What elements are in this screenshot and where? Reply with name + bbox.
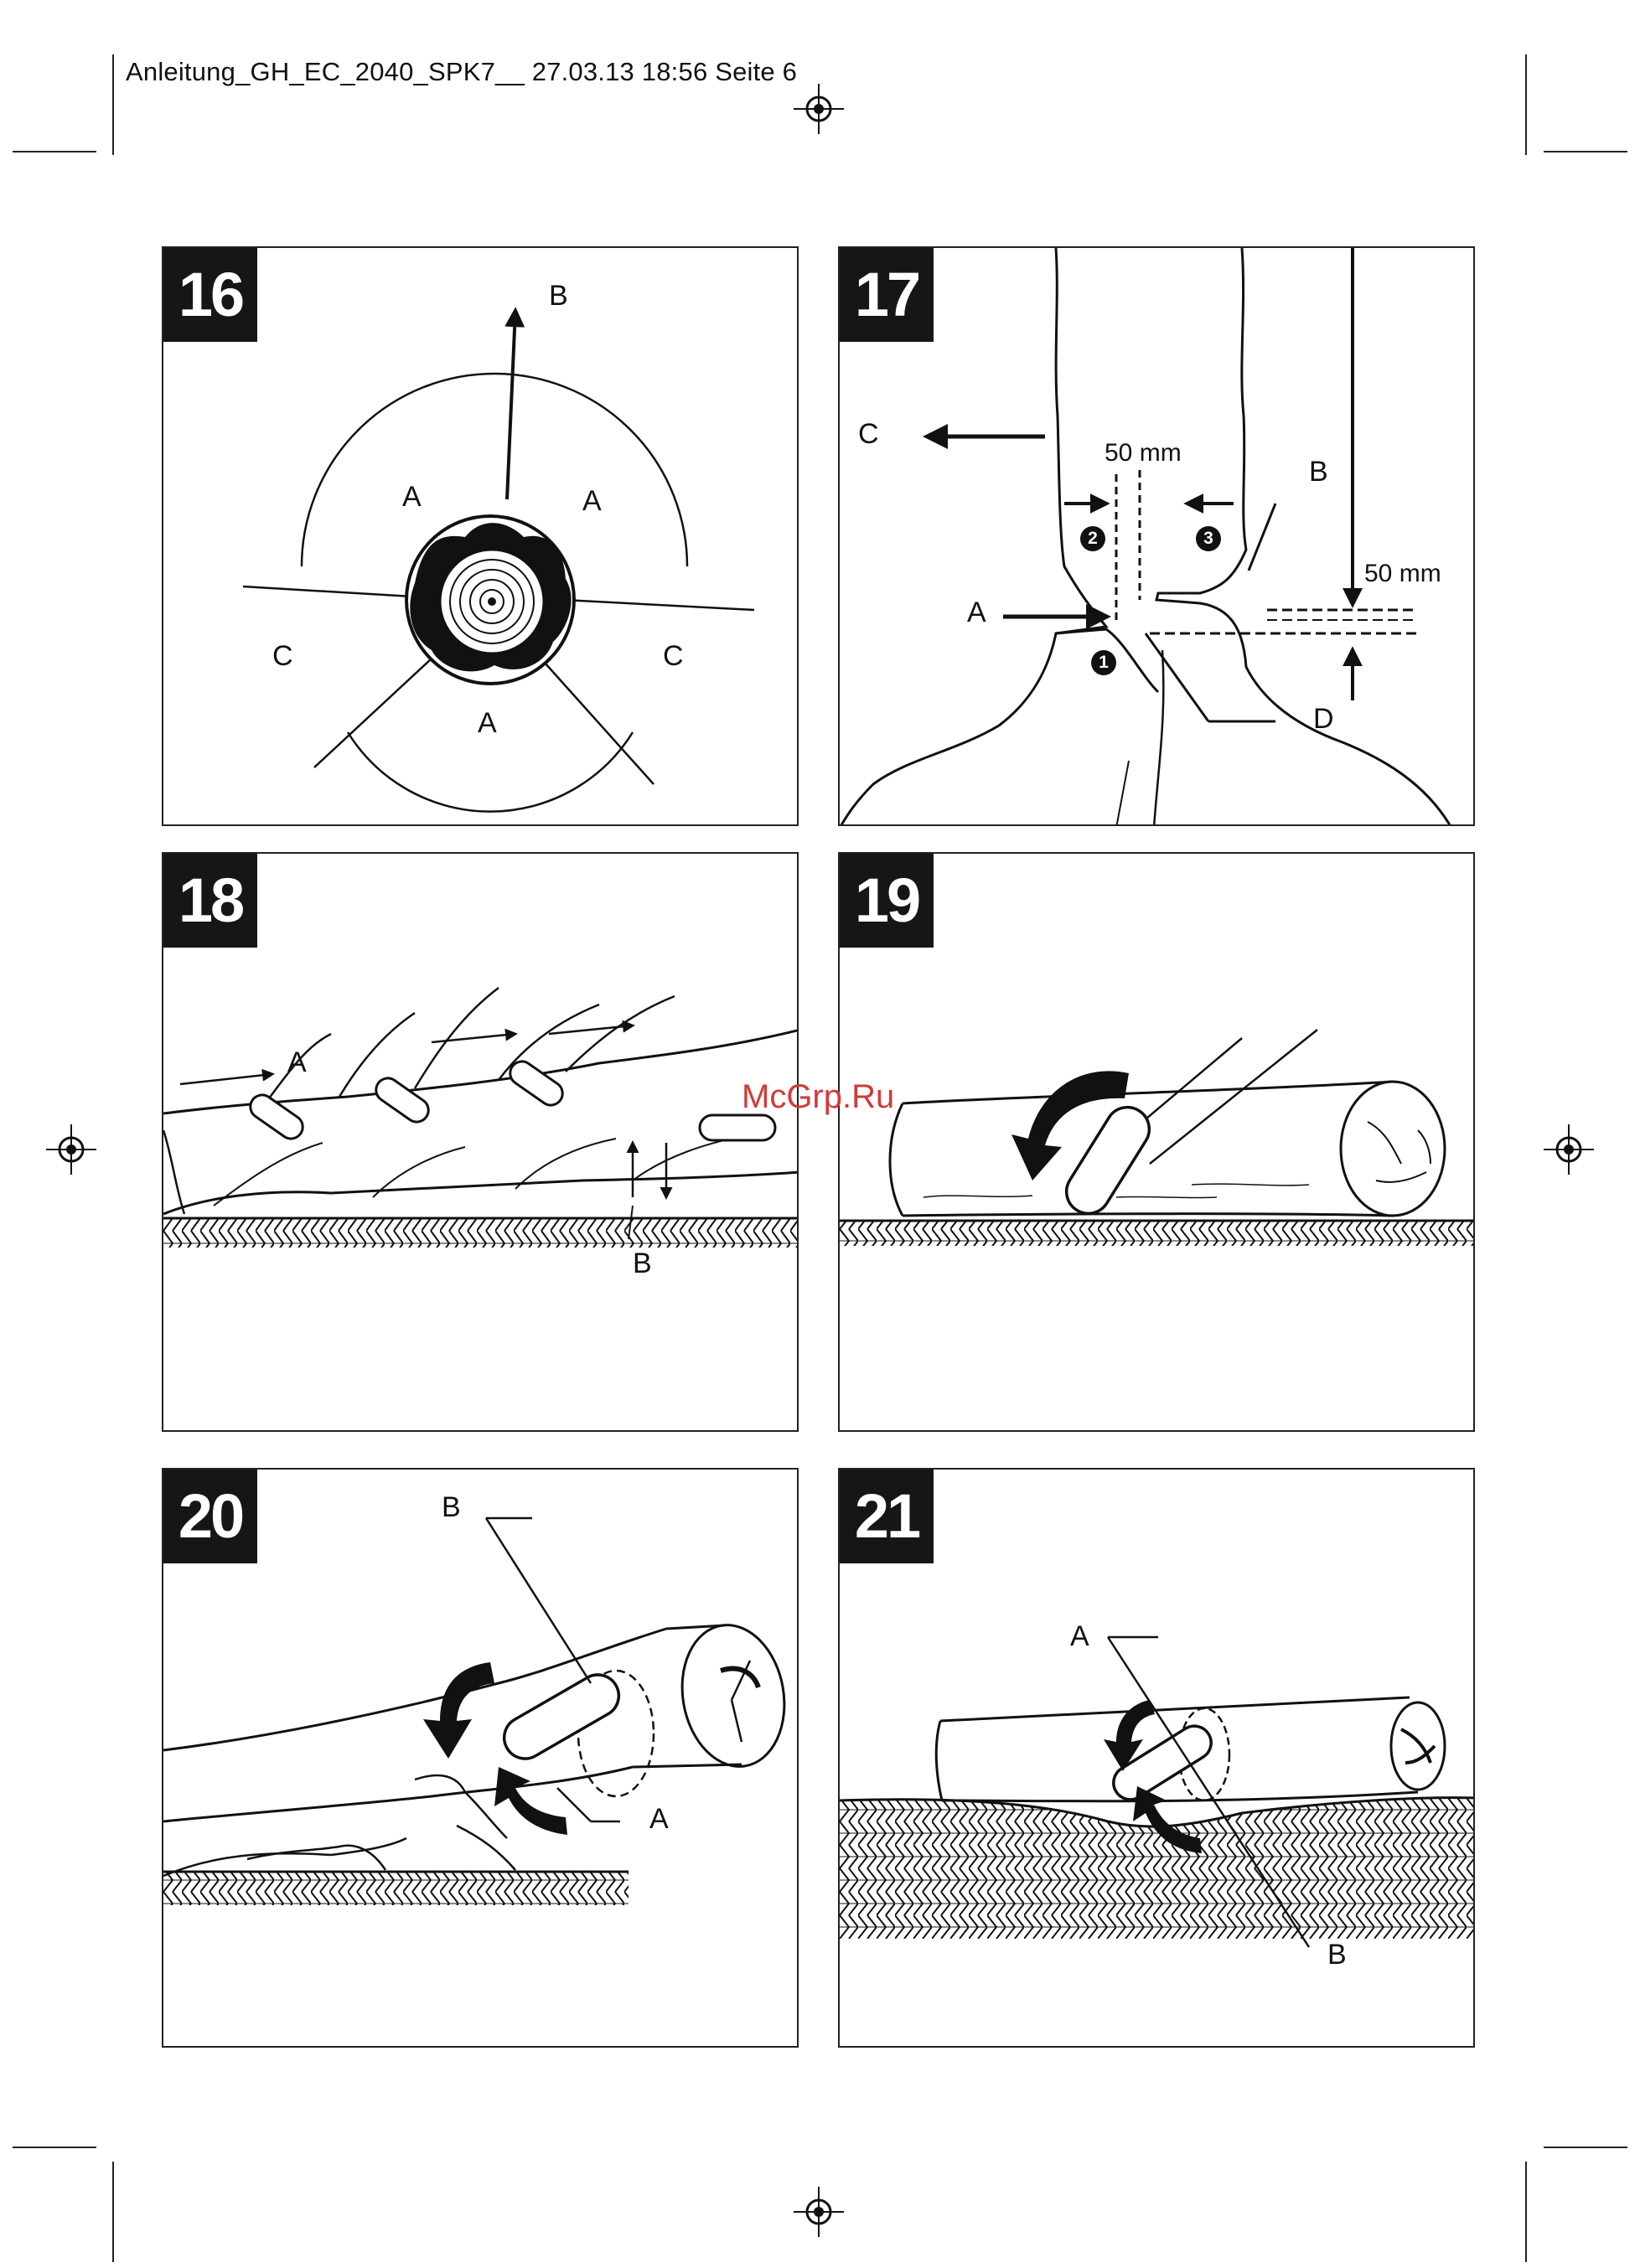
figure-17-label-c: C — [858, 420, 879, 448]
figure-17-step-2-badge: 2 — [1080, 526, 1105, 551]
figure-21-illustration — [840, 1470, 1475, 2048]
figure-16-label-a-bottom: A — [478, 709, 497, 737]
registration-mark-top-icon — [794, 84, 844, 134]
figure-18-illustration — [163, 854, 799, 1432]
figure-20-label-b: B — [442, 1493, 461, 1521]
figure-20-illustration — [163, 1470, 799, 2048]
registration-mark-bottom-icon — [794, 2187, 844, 2237]
figure-18-panel: 18 — [162, 852, 799, 1432]
figure-18-label-b: B — [633, 1249, 652, 1278]
crop-mark-bottom-left-horizontal — [13, 2147, 96, 2148]
crop-mark-bottom-right-horizontal — [1544, 2147, 1627, 2148]
figure-18-label-a: A — [287, 1048, 307, 1077]
figure-17-panel: 17 C 50 — [838, 246, 1475, 826]
figure-21-label-b: B — [1327, 1940, 1347, 1969]
crop-mark-top-left-horizontal — [13, 151, 96, 152]
crop-mark-top-right-horizontal — [1544, 151, 1627, 152]
figure-21-label-a: A — [1070, 1622, 1089, 1651]
registration-mark-right-icon — [1544, 1124, 1594, 1175]
figure-17-step-1-badge: 1 — [1091, 650, 1116, 675]
figure-17-label-dim-top: 50 mm — [1105, 441, 1182, 466]
registration-mark-left-icon — [46, 1124, 96, 1175]
figure-19-number: 19 — [840, 854, 934, 948]
figure-19-illustration — [840, 854, 1475, 1432]
figure-16-label-c-right: C — [663, 642, 684, 670]
crop-mark-bottom-right-vertical — [1525, 2162, 1527, 2262]
figure-16-label-a-left: A — [402, 483, 422, 511]
figure-17-step-3-badge: 3 — [1196, 526, 1221, 551]
figure-18-number: 18 — [163, 854, 257, 948]
figure-17-illustration — [840, 248, 1475, 826]
header-text: Anleitung_GH_EC_2040_SPK7__ 27.03.13 18:… — [126, 57, 797, 87]
figure-20-number: 20 — [163, 1470, 257, 1563]
figure-16-label-b: B — [549, 282, 568, 310]
figure-17-label-d: D — [1313, 705, 1334, 733]
figure-17-label-b: B — [1309, 457, 1328, 486]
figure-16-label-a-right: A — [582, 487, 602, 515]
figure-21-panel: 21 A B — [838, 1468, 1475, 2048]
figure-21-number: 21 — [840, 1470, 934, 1563]
figure-20-label-a: A — [649, 1805, 669, 1833]
crop-mark-top-right-vertical — [1525, 54, 1527, 155]
figure-17-label-dim-right: 50 mm — [1364, 561, 1441, 586]
figure-17-number: 17 — [840, 248, 934, 342]
figure-16-illustration — [163, 248, 799, 826]
crop-mark-top-left-vertical — [112, 54, 114, 155]
crop-mark-bottom-left-vertical — [112, 2162, 114, 2262]
figure-16-panel: 16 B A A A C C — [162, 246, 799, 826]
figure-16-number: 16 — [163, 248, 257, 342]
figure-19-panel: 19 — [838, 852, 1475, 1432]
figure-20-panel: 20 B A — [162, 1468, 799, 2048]
watermark-text: McGrp.Ru — [742, 1078, 894, 1116]
figure-17-label-a: A — [967, 598, 986, 627]
figure-16-label-c-left: C — [272, 642, 293, 670]
